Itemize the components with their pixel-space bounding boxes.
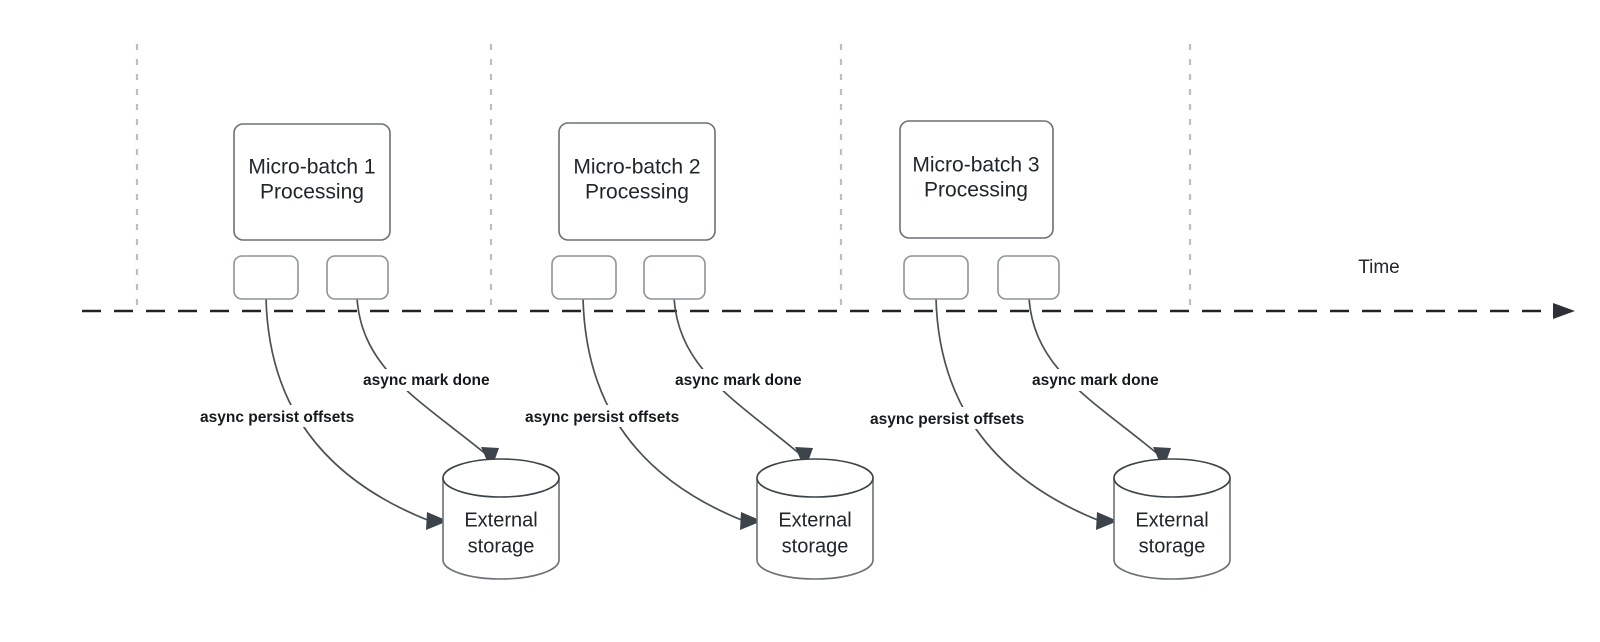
task-box-3b[interactable] bbox=[997, 255, 1060, 300]
arrow-head-mark-done-2 bbox=[795, 447, 813, 470]
microbatch-processing-box-3[interactable] bbox=[899, 120, 1054, 239]
microbatch-label-3-line2: Processing bbox=[924, 179, 1028, 202]
storage-label-3-line2: storage bbox=[1139, 535, 1206, 557]
batch-group-3: Micro-batch 3 Processing async persist o… bbox=[866, 120, 1231, 580]
microbatch-processing-box-1[interactable] bbox=[233, 123, 391, 241]
arrow-head-mark-done-1 bbox=[481, 447, 499, 470]
edge-label-persist-offsets-1: async persist offsets bbox=[200, 409, 354, 426]
cylinder-top-3 bbox=[1113, 458, 1231, 498]
microbatch-label-2-line2: Processing bbox=[585, 181, 689, 204]
edge-label-bg-markdone-1 bbox=[360, 369, 502, 391]
microbatch-label-2-line1: Micro-batch 2 bbox=[573, 156, 700, 179]
batch-group-1: Micro-batch 1 Processing async persist o… bbox=[196, 123, 560, 580]
edge-label-mark-done-2: async mark done bbox=[675, 372, 802, 389]
batch-group-2: Micro-batch 2 Processing async persist o… bbox=[521, 122, 874, 580]
cylinder-top-1 bbox=[442, 458, 560, 498]
external-storage-cylinder-1[interactable]: External storage bbox=[442, 458, 560, 580]
arrow-head-persist-1 bbox=[426, 512, 448, 530]
task-box-2b[interactable] bbox=[643, 255, 706, 300]
task-box-1b[interactable] bbox=[326, 255, 389, 300]
cylinder-body-2 bbox=[756, 477, 874, 580]
edge-label-bg-persist-1 bbox=[196, 405, 376, 427]
edge-label-mark-done-1: async mark done bbox=[363, 372, 490, 389]
edge-label-persist-offsets-2: async persist offsets bbox=[525, 409, 679, 426]
edge-label-bg-persist-3 bbox=[866, 407, 1046, 429]
cylinder-body-1 bbox=[442, 477, 560, 580]
edge-label-bg-markdone-3 bbox=[1029, 369, 1171, 391]
arrow-right-icon bbox=[1553, 303, 1575, 319]
task-box-2a[interactable] bbox=[551, 255, 617, 300]
time-axis-label: Time bbox=[1358, 257, 1400, 278]
microbatch-processing-box-2[interactable] bbox=[558, 122, 716, 241]
storage-label-2-line1: External bbox=[778, 509, 851, 531]
edge-label-mark-done-3: async mark done bbox=[1032, 372, 1159, 389]
edge-label-bg-persist-2 bbox=[521, 405, 701, 427]
arrow-head-persist-3 bbox=[1096, 512, 1118, 530]
arrow-head-persist-2 bbox=[740, 512, 762, 530]
edge-label-persist-offsets-3: async persist offsets bbox=[870, 411, 1024, 428]
edge-label-bg-markdone-2 bbox=[672, 369, 814, 391]
cylinder-top-2 bbox=[756, 458, 874, 498]
external-storage-cylinder-2[interactable]: External storage bbox=[756, 458, 874, 580]
cylinder-body-3 bbox=[1113, 477, 1231, 580]
microbatch-label-3-line1: Micro-batch 3 bbox=[912, 154, 1039, 177]
time-axis: Time bbox=[82, 257, 1575, 319]
task-box-1a[interactable] bbox=[233, 255, 299, 300]
storage-label-1-line2: storage bbox=[468, 535, 535, 557]
storage-label-1-line1: External bbox=[464, 509, 537, 531]
microbatch-label-1-line1: Micro-batch 1 bbox=[248, 156, 375, 179]
microbatch-label-1-line2: Processing bbox=[260, 181, 364, 204]
external-storage-cylinder-3[interactable]: External storage bbox=[1113, 458, 1231, 580]
task-box-3a[interactable] bbox=[903, 255, 969, 300]
storage-label-3-line1: External bbox=[1135, 509, 1208, 531]
storage-label-2-line2: storage bbox=[782, 535, 849, 557]
